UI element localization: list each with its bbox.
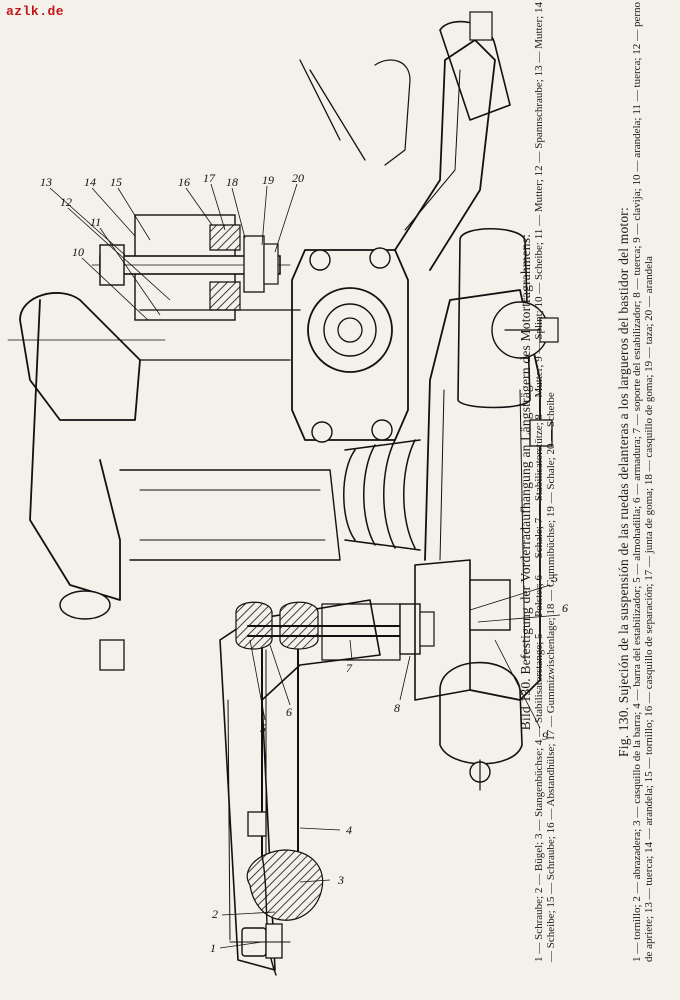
callout-12: 12	[60, 195, 72, 209]
callout-1: 1	[210, 941, 216, 955]
callout-6-right: 6	[562, 601, 568, 615]
caption-german-legend: 1 — Schraube; 2 — Bügel; 3 — Stangenbüch…	[532, 2, 558, 962]
callout-5-right: 5	[552, 571, 558, 585]
callout-13: 13	[40, 175, 52, 189]
caption-spanish-title: Fig. 130. Sujeción de la suspensión de l…	[616, 207, 631, 757]
callout-15: 15	[110, 175, 122, 189]
callout-17: 17	[203, 171, 216, 185]
callout-16: 16	[178, 175, 190, 189]
site-watermark: azlk.de	[6, 4, 65, 19]
callout-10: 10	[72, 245, 84, 259]
caption-german-title: Bild 130. Befestigung der Vorderradaufhä…	[518, 233, 533, 731]
callout-20: 20	[292, 171, 304, 185]
caption-spanish: Fig. 130. Sujeción de la suspensión de l…	[616, 2, 656, 962]
callout-labels: 1 2 3 4 5 6 7 8 9 10 11 12 13 14 15 16 1…	[40, 171, 568, 955]
callout-2: 2	[212, 907, 218, 921]
callout-9: 9	[542, 729, 548, 743]
callout-7: 7	[346, 661, 353, 675]
callout-4: 4	[346, 823, 352, 837]
callout-6: 6	[286, 705, 292, 719]
callout-11: 11	[90, 215, 101, 229]
callout-leaders	[49, 183, 561, 949]
callout-3: 3	[337, 873, 344, 887]
callout-19: 19	[262, 173, 274, 187]
callout-18: 18	[226, 175, 238, 189]
caption-spanish-legend: 1 — tornillo; 2 — abrazadera; 3 — casqui…	[630, 2, 656, 962]
callout-14: 14	[84, 175, 96, 189]
callout-5: 5	[260, 721, 266, 735]
callout-8: 8	[394, 701, 400, 715]
caption-german: Bild 130. Befestigung der Vorderradaufhä…	[518, 2, 558, 962]
